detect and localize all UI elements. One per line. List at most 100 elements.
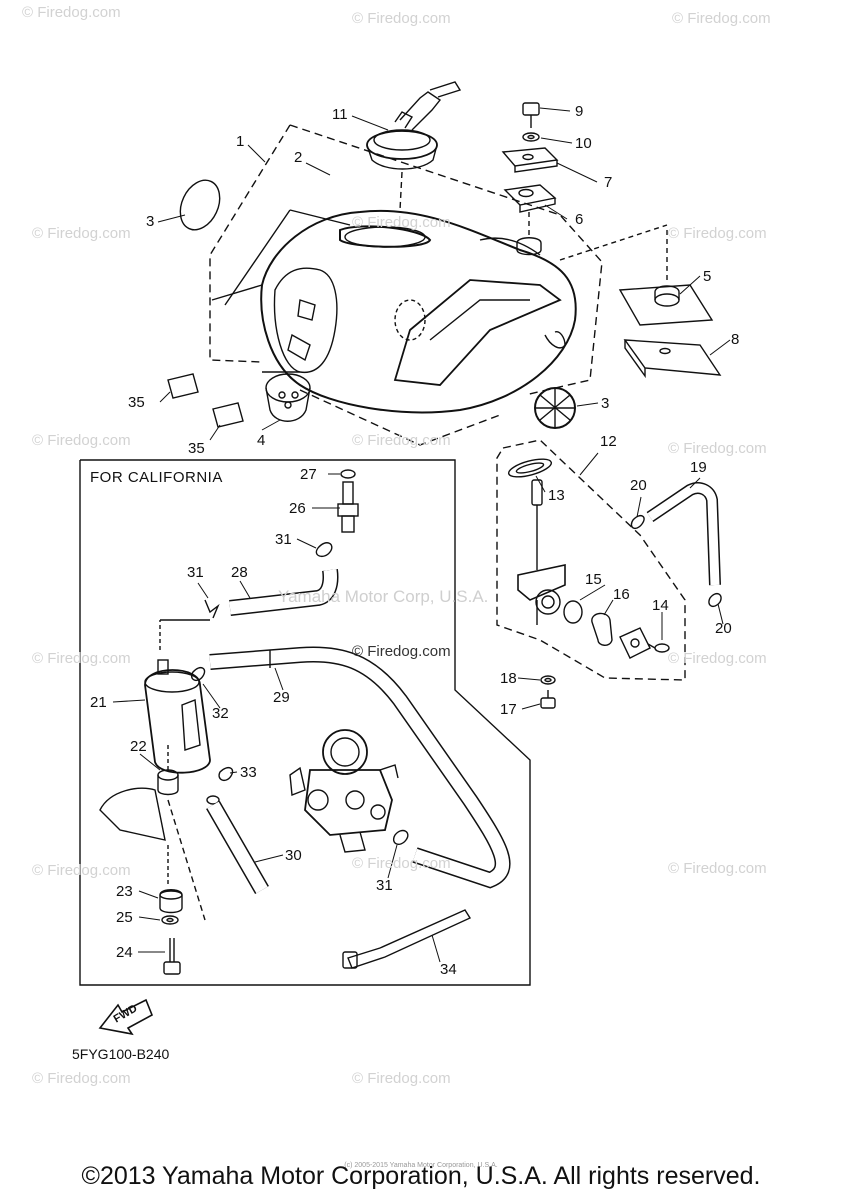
callout-22: 22 — [130, 738, 147, 755]
watermark: © Firedog.com — [352, 10, 451, 27]
watermark: © Firedog.com — [668, 440, 767, 457]
clamp-20-upper — [630, 514, 645, 530]
fuel-cap — [366, 81, 462, 211]
watermark: © Firedog.com — [352, 1070, 451, 1087]
callout-16: 16 — [613, 586, 630, 603]
callout-26: 26 — [289, 500, 306, 517]
o-ring-27 — [340, 469, 356, 479]
copyright-notice: ©2013 Yamaha Motor Corporation, U.S.A. A… — [81, 1162, 761, 1190]
fwd-arrow — [98, 998, 154, 1036]
callout-20: 20 — [630, 477, 647, 494]
overlay-watermark: Yamaha Motor Corp, U.S.A. — [278, 587, 489, 606]
callout-32: 32 — [212, 705, 229, 722]
callout-11: 11 — [332, 106, 348, 123]
watermark: © Firedog.com — [32, 862, 131, 879]
california-box-title: FOR CALIFORNIA — [90, 469, 223, 486]
callout-4: 4 — [257, 432, 266, 449]
california-box — [79, 459, 531, 986]
callout-2: 2 — [294, 149, 303, 166]
emblem-right — [394, 299, 576, 429]
callout-9: 9 — [575, 103, 584, 120]
watermark: © Firedog.com — [672, 10, 771, 27]
callout-20: 20 — [715, 620, 732, 637]
callout-18: 18 — [500, 670, 517, 687]
callout-30: 30 — [285, 847, 302, 864]
callout-15: 15 — [585, 571, 602, 588]
clamp-20-lower — [708, 592, 722, 608]
watermark: © Firedog.com — [352, 643, 451, 660]
fitting-26 — [337, 481, 359, 533]
watermark: © Firedog.com — [32, 432, 131, 449]
emblem-left — [179, 179, 221, 231]
callout-1: 1 — [236, 133, 245, 150]
callout-10: 10 — [575, 135, 592, 152]
fuel-tank — [211, 209, 577, 414]
watermark: © Firedog.com — [668, 860, 767, 877]
o-ring-15 — [563, 600, 583, 624]
clamp-33 — [218, 766, 234, 782]
watermark: © Firedog.com — [352, 214, 451, 231]
callout-23: 23 — [116, 883, 133, 900]
leader-lines — [112, 107, 731, 963]
callout-21: 21 — [90, 694, 107, 711]
bolt-24 — [163, 938, 181, 975]
callout-7: 7 — [604, 174, 613, 191]
callout-3: 3 — [601, 395, 610, 412]
tank-group-boundary — [209, 124, 291, 363]
mount-bolt-9 — [522, 102, 540, 128]
tank-group-boundary-right — [289, 124, 603, 396]
pad-35-lower — [212, 402, 244, 428]
callout-27: 27 — [300, 466, 317, 483]
canister-21 — [144, 619, 211, 774]
watermark: © Firedog.com — [32, 1070, 131, 1087]
fuel-filter-4 — [262, 371, 311, 422]
lever-16 — [591, 612, 613, 646]
drain-bolt-17 — [540, 690, 556, 709]
callout-17: 17 — [500, 701, 517, 718]
pad-35-upper — [167, 373, 199, 399]
hose-28 — [229, 568, 339, 616]
callout-31: 31 — [376, 877, 393, 894]
fuel-hose-19 — [646, 482, 721, 586]
watermark: © Firedog.com — [668, 225, 767, 242]
tank-group-boundary-bottom — [299, 389, 501, 446]
callout-5: 5 — [703, 268, 712, 285]
fine-print: (c) 2005-2015 Yamaha Motor Corporation, … — [344, 1162, 498, 1169]
callout-19: 19 — [690, 459, 707, 476]
cover-plate — [619, 627, 651, 659]
watermark: © Firedog.com — [668, 650, 767, 667]
callout-25: 25 — [116, 909, 133, 926]
bracket-22 — [99, 745, 206, 921]
figure-code: 5FYG100-B240 — [72, 1046, 170, 1062]
watermark: © Firedog.com — [22, 4, 121, 21]
callout-33: 33 — [240, 764, 257, 781]
callout-31: 31 — [275, 531, 292, 548]
callout-3: 3 — [146, 213, 155, 230]
callout-6: 6 — [575, 211, 584, 228]
clamp-31-left — [204, 599, 220, 619]
callout-34: 34 — [440, 961, 457, 978]
watermark: © Firedog.com — [32, 650, 131, 667]
petcock-gasket-13 — [507, 458, 553, 478]
callout-14: 14 — [652, 597, 669, 614]
carburetor — [289, 729, 399, 853]
callout-8: 8 — [731, 331, 740, 348]
fuel-cock — [517, 479, 566, 625]
hose-30 — [206, 795, 269, 894]
watermark: © Firedog.com — [352, 432, 451, 449]
damper-5 — [618, 230, 714, 326]
callout-28: 28 — [231, 564, 248, 581]
callout-35: 35 — [128, 394, 145, 411]
clamp-31-top — [315, 542, 333, 558]
callout-35: 35 — [188, 440, 205, 457]
screw-14 — [647, 643, 670, 653]
bracket-7 — [501, 147, 559, 173]
cable-tie-34 — [342, 909, 472, 969]
hose-29 — [209, 646, 511, 889]
bracket-6 — [503, 184, 557, 213]
watermark: © Firedog.com — [32, 225, 131, 242]
washer-18 — [540, 675, 556, 685]
callout-13: 13 — [548, 487, 565, 504]
callout-29: 29 — [273, 689, 290, 706]
